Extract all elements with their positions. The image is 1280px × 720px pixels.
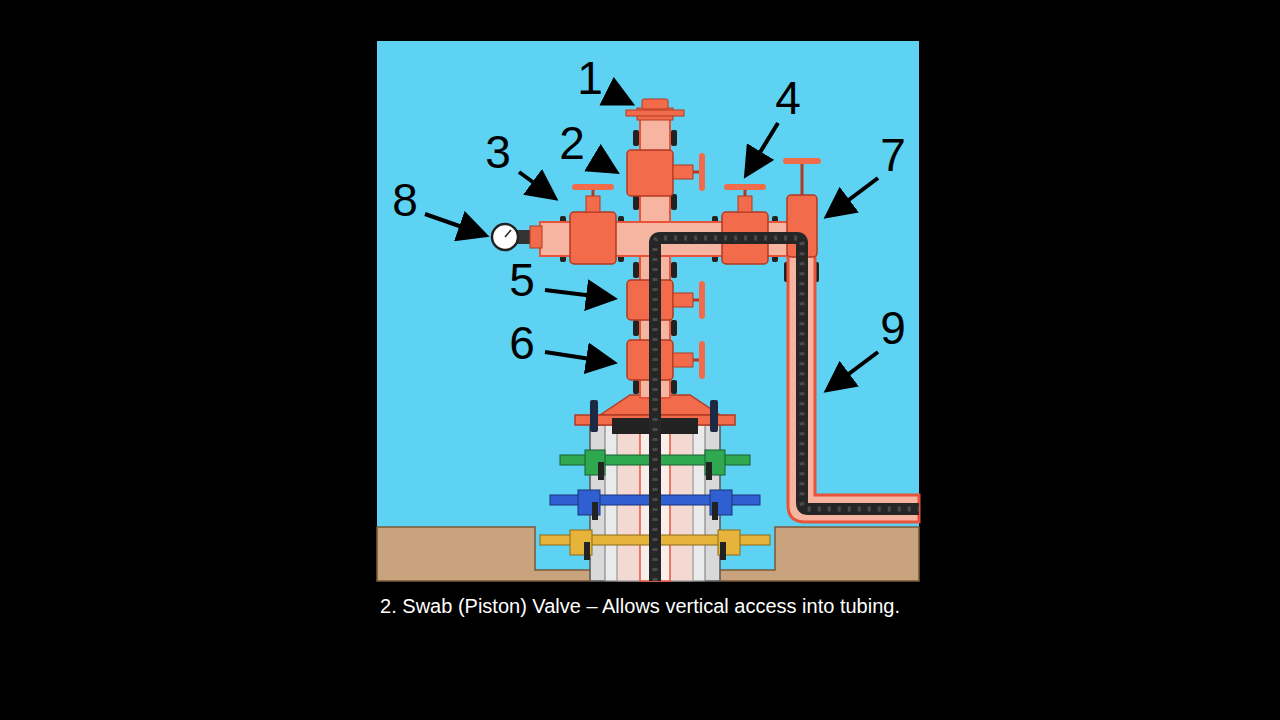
callout-number: 4 bbox=[775, 75, 801, 121]
production-wing-valve bbox=[722, 187, 768, 264]
callout-number: 7 bbox=[880, 132, 906, 178]
callout-arrows bbox=[425, 92, 878, 388]
kill-wing-valve bbox=[570, 187, 616, 264]
pressure-gauge bbox=[492, 224, 542, 250]
callout-number: 1 bbox=[577, 55, 603, 101]
callout-number: 5 bbox=[509, 257, 535, 303]
tree-cap bbox=[626, 99, 684, 120]
sky-panel bbox=[377, 41, 919, 581]
oil-flow bbox=[655, 238, 919, 581]
flange-bolts bbox=[560, 130, 819, 394]
swab-valve bbox=[627, 150, 702, 196]
upper-master-valve bbox=[627, 280, 702, 320]
callout-number: 8 bbox=[392, 177, 418, 223]
lower-master-valve bbox=[627, 340, 702, 380]
callout-number: 2 bbox=[559, 120, 585, 166]
callout-number: 3 bbox=[485, 129, 511, 175]
callout-number: 6 bbox=[509, 320, 535, 366]
caption: 2. Swab (Piston) Valve – Allows vertical… bbox=[370, 588, 910, 624]
callout-number: 9 bbox=[880, 305, 906, 351]
